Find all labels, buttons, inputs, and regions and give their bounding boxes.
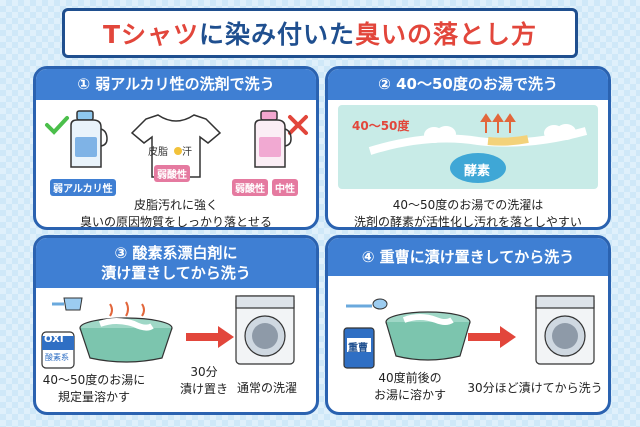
caption-line: 40度前後の [378,371,442,385]
enzyme-label: 酵素 [464,164,491,179]
caption-line: 皮脂汚れに強く [133,198,218,212]
temp-label: 40〜50度 [352,119,410,133]
acid-tag: 弱酸性 [232,179,268,196]
caption-line: 漬け置き [179,382,228,396]
step2-caption: 30分 漬け置き [174,364,234,398]
tshirt-icon [130,114,222,178]
card-baking-soda: ④ 重曹に漬け置きしてから洗う 重曹 40度前後の お湯に溶かす 30分ほど漬け… [325,235,611,415]
washing-machine-icon [535,295,595,365]
bubble-cloud-icon [544,124,576,141]
step2-caption: 30分ほど漬けてから洗う [467,381,603,395]
sebum-label: 皮脂 [148,147,168,158]
baking-soda-label: 重曹 [348,343,368,354]
step1-caption: 40度前後の お湯に溶かす [362,370,458,404]
card-oxygen-bleach: ③ 酸素系漂白剤に 漬け置きしてから洗う OXI 酸素系 40〜50度のお湯に … [33,235,319,415]
card-header: ② 40〜50度のお湯で洗う [328,69,608,100]
check-icon [45,116,69,135]
neutral-tag: 中性 [272,179,298,196]
right-arrow-icon [468,326,516,348]
soaking-basin-icon [385,311,471,361]
baking-soda-box-icon [343,327,375,369]
card1-caption: 皮脂汚れに強く 臭いの原因物質をしっかり落とせる [36,197,316,229]
header-line: ③ 酸素系漂白剤に [114,244,238,262]
right-arrow-icon [186,326,234,348]
bubble-cloud-icon [424,126,456,143]
pink-detergent-bottle-icon [254,110,292,168]
caption-line: 臭いの原因物質をしっかり落とせる [79,215,272,229]
sweat-label: 汗 [182,147,192,158]
caption-line: お湯に溶かす [373,388,446,402]
card-hot-water: ② 40〜50度のお湯で洗う 40〜50度 酵素 40〜50度のお湯での洗濯は … [325,66,611,230]
washing-machine-icon [235,295,295,365]
enzyme-blob-icon [450,153,506,183]
header-line: 漬け置きしてから洗う [101,264,251,282]
soaking-basin-icon [79,301,173,363]
acid-shirt-tag: 弱酸性 [154,165,190,182]
heat-arrows-icon [480,113,516,133]
oxi-label: OXI [44,334,64,345]
step1-caption: 40〜50度のお湯に 規定量溶かす [40,372,148,406]
card-alkaline-detergent: ① 弱アルカリ性の洗剤で洗う 弱アルカリ性 皮脂 汗 弱酸性 弱酸性 中性 皮脂… [33,66,319,230]
card2-caption: 40〜50度のお湯での洗濯は 洗剤の酵素が活性化し汚れを落としやすい [328,197,608,229]
card-header: ④ 重曹に漬け置きしてから洗う [328,238,608,276]
cross-icon [288,115,308,135]
card-header: ① 弱アルカリ性の洗剤で洗う [36,69,316,100]
oxi-sub-label: 酸素系 [45,353,69,362]
oxi-box-icon [41,331,75,369]
blue-detergent-bottle-icon [70,110,108,168]
step3-caption: 通常の洗濯 [236,381,297,395]
caption-line: 40〜50度のお湯での洗濯は [392,198,544,212]
measuring-scoop-icon [52,297,83,311]
title-part2: に染み付いた [199,20,356,49]
card-header: ③ 酸素系漂白剤に 漬け置きしてから洗う [36,238,316,288]
title-part3: 臭いの落とし方 [355,20,538,49]
caption-line: 30分 [190,365,218,379]
caption-line: 規定量溶かす [57,390,130,404]
page-title: Tシャツに染み付いた臭いの落とし方 [62,8,578,58]
spoon-icon [346,298,388,310]
caption-line: 40〜50度のお湯に [42,373,146,387]
title-part1: Tシャツ [102,20,200,49]
caption-line: 洗剤の酵素が活性化し汚れを落としやすい [354,215,582,229]
alkaline-tag: 弱アルカリ性 [50,179,116,196]
